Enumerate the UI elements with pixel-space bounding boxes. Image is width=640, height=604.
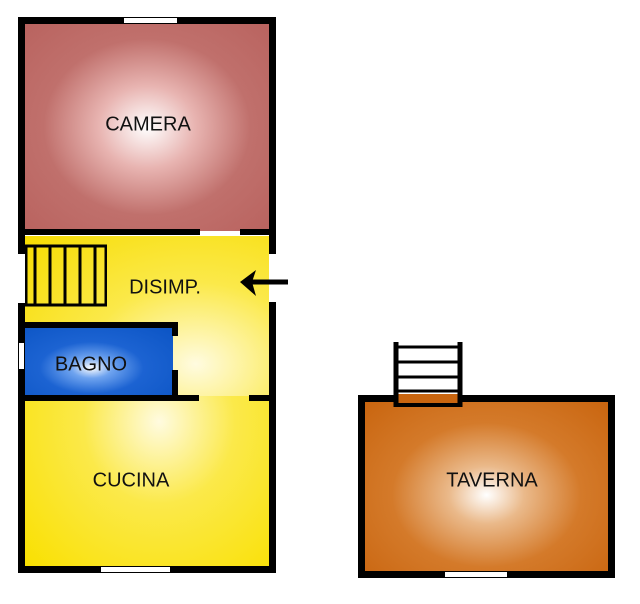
entrance-arrow-icon — [238, 268, 290, 298]
wall-left-upper — [18, 17, 25, 254]
room-taverna — [365, 402, 608, 571]
wall-camera-disimp-right — [240, 229, 270, 235]
wall-taverna-top — [358, 395, 615, 402]
label-camera: CAMERA — [105, 113, 191, 136]
wall-left-lower — [18, 303, 25, 573]
window-taverna — [445, 572, 507, 577]
stairs-taverna-icon — [392, 342, 464, 408]
label-bagno: BAGNO — [54, 353, 128, 376]
label-disimp: DISIMP. — [129, 276, 201, 299]
wall-taverna-right — [608, 395, 615, 578]
window-camera — [124, 18, 177, 23]
wall-cucina-top-right — [249, 395, 270, 401]
wall-taverna-left — [358, 395, 365, 578]
wall-bagno-right-lower — [172, 370, 178, 398]
wall-cucina-top-left — [25, 395, 199, 401]
label-taverna: TAVERNA — [446, 469, 538, 492]
wall-right-upper — [269, 17, 276, 254]
wall-camera-disimp-left — [25, 229, 200, 235]
label-cucina: CUCINA — [92, 469, 170, 492]
wall-bagno-right-upper — [172, 322, 178, 336]
room-bagno — [25, 327, 173, 395]
room-cucina — [25, 396, 269, 567]
window-bagno — [19, 343, 24, 369]
room-camera — [25, 23, 269, 231]
wall-right-lower — [269, 302, 276, 573]
wall-bagno-top — [25, 322, 178, 328]
stairs-icon — [24, 244, 108, 307]
window-cucina — [101, 567, 170, 572]
